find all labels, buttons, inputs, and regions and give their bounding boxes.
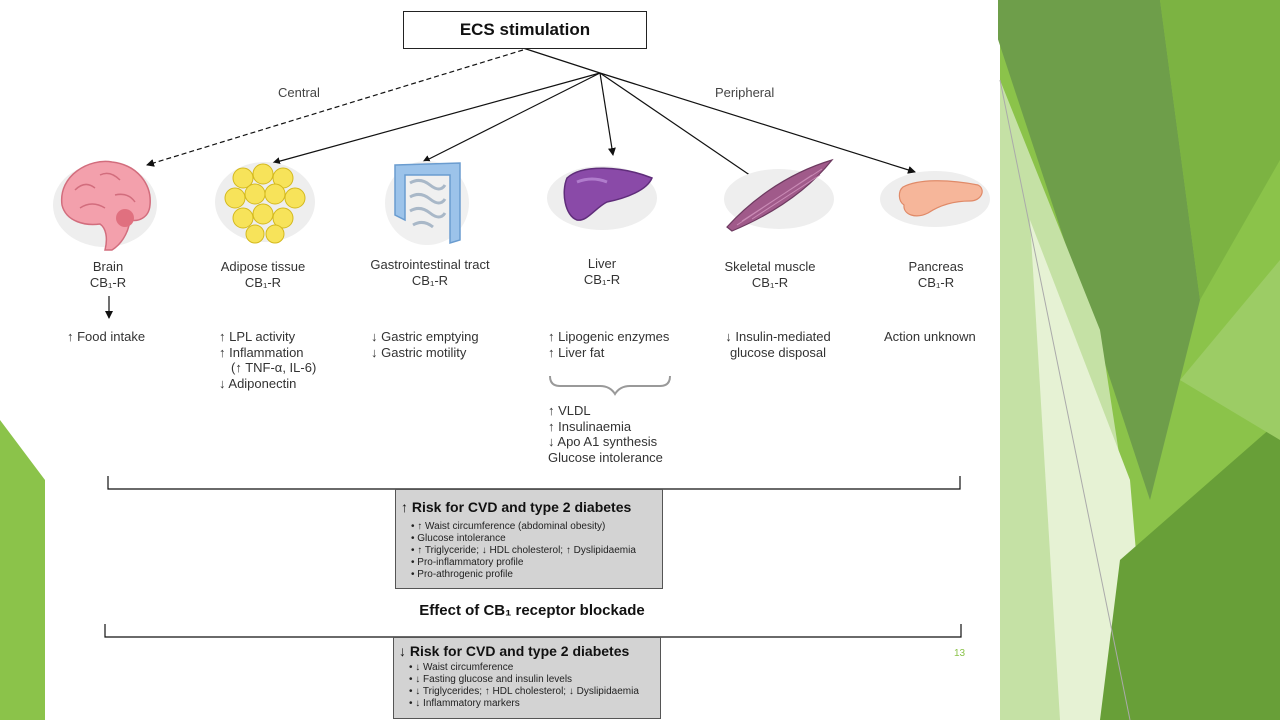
ecs-stimulation-box: ECS stimulation [403,11,647,49]
list-item: ↓ Inflammatory markers [409,698,639,710]
list-item: ↓ Fasting glucose and insulin levels [409,674,639,686]
list-item: Pro-athrogenic profile [411,569,636,581]
slide-canvas: ECS stimulation Central Peripheral [45,0,998,720]
central-label: Central [278,85,320,100]
arrow-to-liver [599,72,616,156]
arrow-to-muscle [599,72,758,181]
risk-decrease-title: ↓ Risk for CVD and type 2 diabetes [399,643,630,659]
blockade-label: Effect of CB₁ receptor blockade [419,602,645,619]
page-number: 13 [954,648,966,659]
arrow-to-brain [146,49,524,167]
effects-gi: ↓ Gastric emptying ↓ Gastric motility [371,329,479,360]
risk-increase-title: ↑ Risk for CVD and type 2 diabetes [401,499,632,515]
list-item: ↑ Triglyceride; ↓ HDL cholesterol; ↑ Dys… [411,545,636,557]
pancreas-icon [880,171,990,227]
arrow-to-pancreas [599,72,916,174]
list-item: ↓ Waist circumference [409,662,639,674]
list-item: ↓ Triglycerides; ↑ HDL cholesterol; ↓ Dy… [409,686,639,698]
list-item: Glucose intolerance [411,533,636,545]
brain-icon [53,160,157,251]
lower-bracket [104,624,962,638]
liver-brace [549,375,671,396]
peripheral-label: Peripheral [715,85,775,100]
effects-adipose: ↑ LPL activity ↑ Inflammation (↑ TNF-α, … [219,329,317,391]
ecs-stimulation-title: ECS stimulation [459,20,591,39]
risk-decrease-box: ↓ Risk for CVD and type 2 diabetes ↓ Wai… [393,637,661,719]
risk-increase-box: ↑ Risk for CVD and type 2 diabetes ↑ Wai… [395,489,663,589]
risk-decrease-list: ↓ Waist circumference ↓ Fasting glucose … [409,662,639,710]
effects-brain: ↑ Food intake [67,329,146,344]
effects-liver: ↑ Lipogenic enzymes ↑ Liver fat [548,329,670,360]
list-item: ↑ Waist circumference (abdominal obesity… [411,521,636,533]
arrow-to-gi [422,72,601,163]
effects-pancreas: Action unknown [884,329,976,344]
arrow-to-adipose [272,72,601,165]
liver-icon [547,166,657,230]
risk-increase-list: ↑ Waist circumference (abdominal obesity… [411,521,636,581]
upper-bracket [107,476,961,490]
intestine-icon [385,161,469,245]
adipose-icon [215,162,315,244]
muscle-icon [724,158,834,232]
liver-sub-effects: ↑ VLDL ↑ Insulinaemia ↓ Apo A1 synthesis… [548,403,663,465]
list-item: Pro-inflammatory profile [411,557,636,569]
effects-muscle: ↓ Insulin-mediated glucose disposal [725,329,831,360]
